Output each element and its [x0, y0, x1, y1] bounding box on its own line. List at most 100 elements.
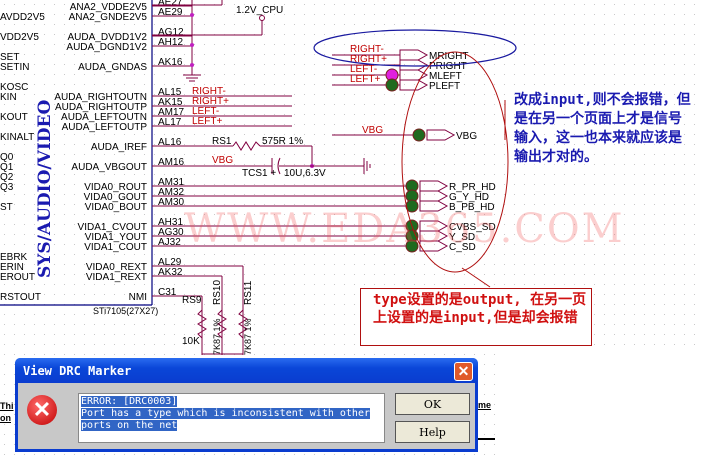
net-label-vbg: VBG: [362, 125, 383, 136]
left-cut-label: EBRK: [0, 252, 28, 263]
port-connection-dot: [405, 239, 419, 253]
port-symbol[interactable]: [419, 240, 449, 252]
left-cut-labels: AVDD2V5 VDD2V5 SET SETIN KOSC KIN KOUT K…: [0, 12, 45, 303]
net-label-right-plus-2: RIGHT+: [350, 54, 387, 65]
error-message[interactable]: ERROR: [DRC0003] Port has a type which i…: [78, 393, 385, 443]
dialog-title-bar[interactable]: View DRC Marker: [15, 358, 478, 383]
net-label-right-minus: RIGHT-: [192, 86, 226, 97]
rs1-label: RS1: [212, 136, 232, 147]
part-name: STi7105(27X27): [93, 306, 158, 316]
pin-name: VIDA0_REXT: [86, 262, 147, 273]
pin-number: AM30: [158, 197, 185, 208]
port-symbol[interactable]: [426, 129, 456, 141]
pin-name: AUDA_DVDD1V2: [68, 32, 148, 43]
net-label-right-minus-2: RIGHT-: [350, 44, 384, 55]
port-label: R_PR_HD: [449, 182, 496, 193]
dialog-title: View DRC Marker: [23, 363, 132, 378]
pin-number: AL16: [158, 137, 182, 148]
port-symbol[interactable]: [419, 180, 449, 192]
left-cut-label: EROUT: [0, 272, 35, 283]
port-symbol[interactable]: [399, 79, 429, 91]
port-label: VBG: [456, 131, 477, 142]
pin-name: AUDA_VBGOUT: [71, 162, 147, 173]
port-label: MLEFT: [429, 71, 462, 82]
drc-marker-dialog: View DRC Marker ✕ ✕ ERROR: [DRC0003] Por…: [15, 358, 478, 452]
pin-number: AH12: [158, 37, 183, 48]
pin-number: C31: [158, 287, 177, 298]
port-symbol[interactable]: [399, 49, 429, 61]
left-cut-label: ERIN: [0, 262, 24, 273]
left-cut-label: KIN: [0, 92, 17, 103]
highlight-ellipse-red: [401, 51, 509, 273]
net-label-left-minus-2: LEFT-: [350, 64, 377, 75]
pin-name: AUDA_LEFTOUTN: [61, 112, 147, 123]
port-label: Y_SD: [449, 232, 475, 243]
port-symbol[interactable]: [419, 230, 449, 242]
pin-name: VIDA1_CVOUT: [78, 222, 147, 233]
annotation-pointer: [461, 267, 491, 288]
pin-number: AL29: [158, 257, 182, 268]
port-label: PRIGHT: [429, 61, 467, 72]
pin-number: AJ32: [158, 237, 181, 248]
left-cut-label: SETIN: [0, 62, 29, 73]
rs9-label: RS9: [182, 295, 202, 306]
help-button[interactable]: Help: [395, 421, 470, 443]
net-label-left-minus: LEFT-: [192, 106, 219, 117]
watermark: WWW.EDA365.COM: [184, 206, 625, 252]
background-text: Thi: [0, 401, 14, 411]
left-cut-label: KINALT: [0, 132, 34, 143]
pin-name: VIDA0_GOUT: [84, 192, 147, 203]
pin-number: AH31: [158, 217, 183, 228]
message-line: ports on the net: [81, 420, 178, 431]
rs10-label: RS10: [212, 280, 223, 305]
port-label: MRIGHT: [429, 51, 468, 62]
port-symbol[interactable]: [419, 200, 449, 212]
pin-number: AL17: [158, 117, 182, 128]
pin-name: AUDA_DGND1V2: [66, 42, 147, 53]
tcs1-value: 10U,6.3V: [284, 168, 326, 179]
pin-name: AUDA_GNDAS: [78, 62, 147, 73]
port-symbol[interactable]: [399, 59, 429, 71]
pin-name: VIDA0_ROUT: [84, 182, 147, 193]
left-cut-label: Q1: [0, 162, 14, 173]
power-net: [152, 0, 265, 82]
pin-name: VIDA0_BOUT: [85, 202, 147, 213]
left-cut-label: Q0: [0, 152, 14, 163]
annotation-blue-note: 改成input,则不会报错，但是在另一个页面上才是信号输入，这一也本来就应该是输…: [514, 92, 691, 165]
pin-number: AK15: [158, 97, 183, 108]
left-cut-label: ST: [0, 202, 13, 213]
port-label: CVBS_SD: [449, 222, 496, 233]
chip-symbol[interactable]: SYS/AUDIO/VIDEO STi7105(27X27): [0, 0, 158, 316]
highlight-ellipse-blue: [313, 29, 517, 67]
pin-number: AM31: [158, 177, 185, 188]
rs9-value: 10K: [182, 336, 200, 347]
power-label: 1.2V_CPU: [236, 5, 283, 16]
port-label: PLEFT: [429, 81, 460, 92]
annotation-red-note: type设置的是output, 在另一页上设置的是input,但是却会报错: [360, 288, 592, 346]
pin-name: VIDA1_COUT: [84, 242, 147, 253]
net-label-right-plus: RIGHT+: [192, 96, 229, 107]
background-text: me: [478, 400, 492, 410]
pin-name: ANA2_GNDE2V5: [69, 12, 148, 23]
rs11-value: 7K87 1%: [243, 318, 253, 355]
port-symbol[interactable]: [399, 69, 429, 81]
port-symbol[interactable]: [419, 220, 449, 232]
port-symbol[interactable]: [419, 190, 449, 202]
pin-number: AM17: [158, 107, 185, 118]
port-label: G_Y_HD: [449, 192, 489, 203]
close-button[interactable]: ✕: [454, 362, 473, 381]
port-connection-dot: [412, 128, 426, 142]
background-line: [478, 438, 495, 440]
dialog-body: ✕ ERROR: [DRC0003] Port has a type which…: [18, 383, 475, 449]
net-label-vbg-2: VBG: [212, 155, 233, 166]
left-cut-label: VDD2V5: [0, 32, 39, 43]
ok-button[interactable]: OK: [395, 393, 470, 415]
pin-name: VIDA1_REXT: [86, 272, 147, 283]
left-cut-label: Q3: [0, 182, 14, 193]
left-cut-label: KOSC: [0, 82, 28, 93]
background-text: on: [0, 413, 11, 423]
left-cut-label: Q2: [0, 172, 14, 183]
port-label: B_PB_HD: [449, 202, 495, 213]
